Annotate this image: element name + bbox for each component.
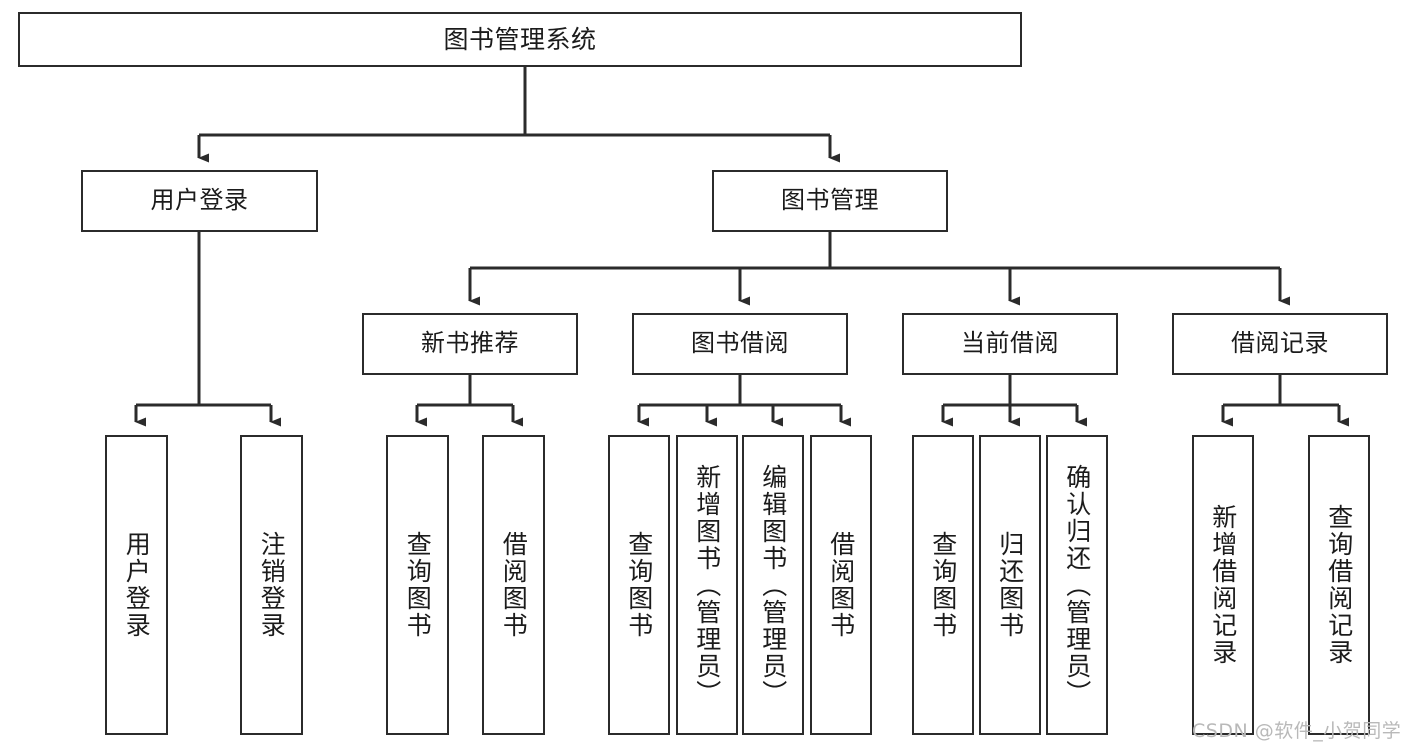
node-borrow-record[interactable]: 借阅记录	[1172, 313, 1388, 375]
leaf-query-book-current[interactable]: 查询图书	[912, 435, 974, 735]
node-label: 查询图书	[624, 531, 654, 639]
leaf-edit-book-admin[interactable]: 编辑图书（管理员）	[742, 435, 804, 735]
node-label: 图书借阅	[691, 329, 789, 358]
node-label: 借阅图书	[826, 531, 856, 639]
node-label: 注销登录	[257, 531, 287, 639]
node-book-management[interactable]: 图书管理	[712, 170, 948, 232]
leaf-query-book-borrow[interactable]: 查询图书	[608, 435, 670, 735]
csdn-watermark: CSDN @软件_小贺同学	[1192, 720, 1402, 742]
node-label: 图书管理	[781, 186, 879, 215]
node-label: 查询图书	[928, 531, 958, 639]
node-label: 借阅记录	[1231, 329, 1329, 358]
node-label: 图书管理系统	[443, 25, 597, 54]
leaf-user-login[interactable]: 用户登录	[105, 435, 168, 735]
node-label: 新书推荐	[421, 329, 519, 358]
node-label: 编辑图书（管理员）	[758, 463, 788, 707]
node-new-book-recommend[interactable]: 新书推荐	[362, 313, 578, 375]
node-label: 归还图书	[995, 531, 1025, 639]
node-book-borrow[interactable]: 图书借阅	[632, 313, 848, 375]
leaf-borrow-book-recommend[interactable]: 借阅图书	[482, 435, 545, 735]
leaf-add-borrow-record[interactable]: 新增借阅记录	[1192, 435, 1254, 735]
leaf-return-book[interactable]: 归还图书	[979, 435, 1041, 735]
leaf-add-book-admin[interactable]: 新增图书（管理员）	[676, 435, 738, 735]
node-label: 借阅图书	[499, 531, 529, 639]
node-label: 新增图书（管理员）	[692, 463, 722, 707]
node-label: 查询图书	[403, 531, 433, 639]
leaf-user-logout[interactable]: 注销登录	[240, 435, 303, 735]
node-label: 用户登录	[122, 531, 152, 639]
node-label: 查询借阅记录	[1324, 504, 1354, 666]
node-current-borrow[interactable]: 当前借阅	[902, 313, 1118, 375]
node-label: 新增借阅记录	[1208, 504, 1238, 666]
node-label: 用户登录	[150, 186, 249, 215]
node-label: 确认归还（管理员）	[1062, 463, 1092, 707]
node-root-book-management-system[interactable]: 图书管理系统	[18, 12, 1022, 67]
node-user-login[interactable]: 用户登录	[81, 170, 318, 232]
node-label: 当前借阅	[961, 329, 1059, 358]
leaf-confirm-return-admin[interactable]: 确认归还（管理员）	[1046, 435, 1108, 735]
leaf-borrow-book[interactable]: 借阅图书	[810, 435, 872, 735]
leaf-query-borrow-record[interactable]: 查询借阅记录	[1308, 435, 1370, 735]
leaf-query-book-recommend[interactable]: 查询图书	[386, 435, 449, 735]
